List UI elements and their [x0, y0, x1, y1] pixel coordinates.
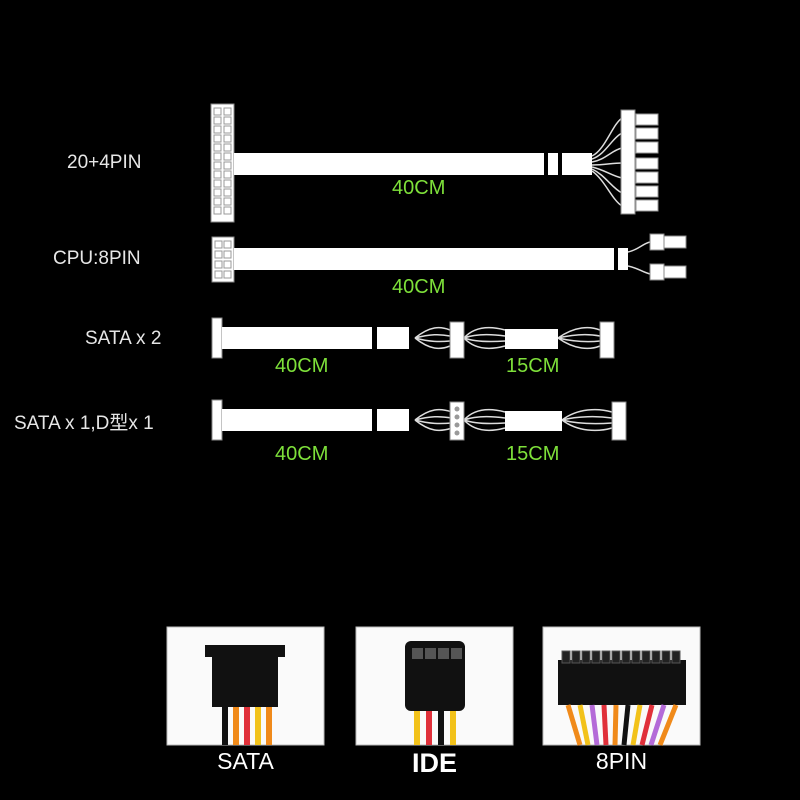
cable-cpu-8pin: [211, 233, 687, 283]
connector-label-ide: IDE: [411, 748, 457, 778]
length-label-sata-ide-ext: 15CM: [506, 443, 560, 465]
ide-connector-photo: [355, 626, 514, 746]
connector-label-8pin: 8PIN: [595, 748, 648, 774]
cable-label-sata: SATA x 2: [85, 328, 162, 349]
cable-atx-24pin: [210, 103, 659, 223]
length-label-sata-ide-main: 40CM: [275, 443, 329, 465]
length-label-sata-ext: 15CM: [506, 355, 560, 377]
length-label-cpu: 40CM: [392, 276, 446, 298]
cable-sata-ide: [211, 399, 627, 441]
8pin-connector-photo: [542, 626, 701, 746]
sata-connector-photo: [166, 626, 325, 746]
cpu-8pin-connector-icon: [211, 236, 235, 283]
molex-ide-connector-icon: [449, 401, 465, 441]
length-label-sata-main: 40CM: [275, 355, 329, 377]
connector-label-sata: SATA: [217, 748, 274, 774]
cable-label-atx: 20+4PIN: [67, 152, 142, 173]
atx-24pin-connector-icon: [210, 103, 235, 223]
cable-sata-x2: [211, 317, 615, 359]
length-label-atx: 40CM: [392, 177, 446, 199]
sata-connector-icon: [211, 317, 223, 359]
cable-label-cpu: CPU:8PIN: [53, 248, 141, 269]
cable-label-sata-ide: SATA x 1,D型x 1: [14, 413, 154, 434]
